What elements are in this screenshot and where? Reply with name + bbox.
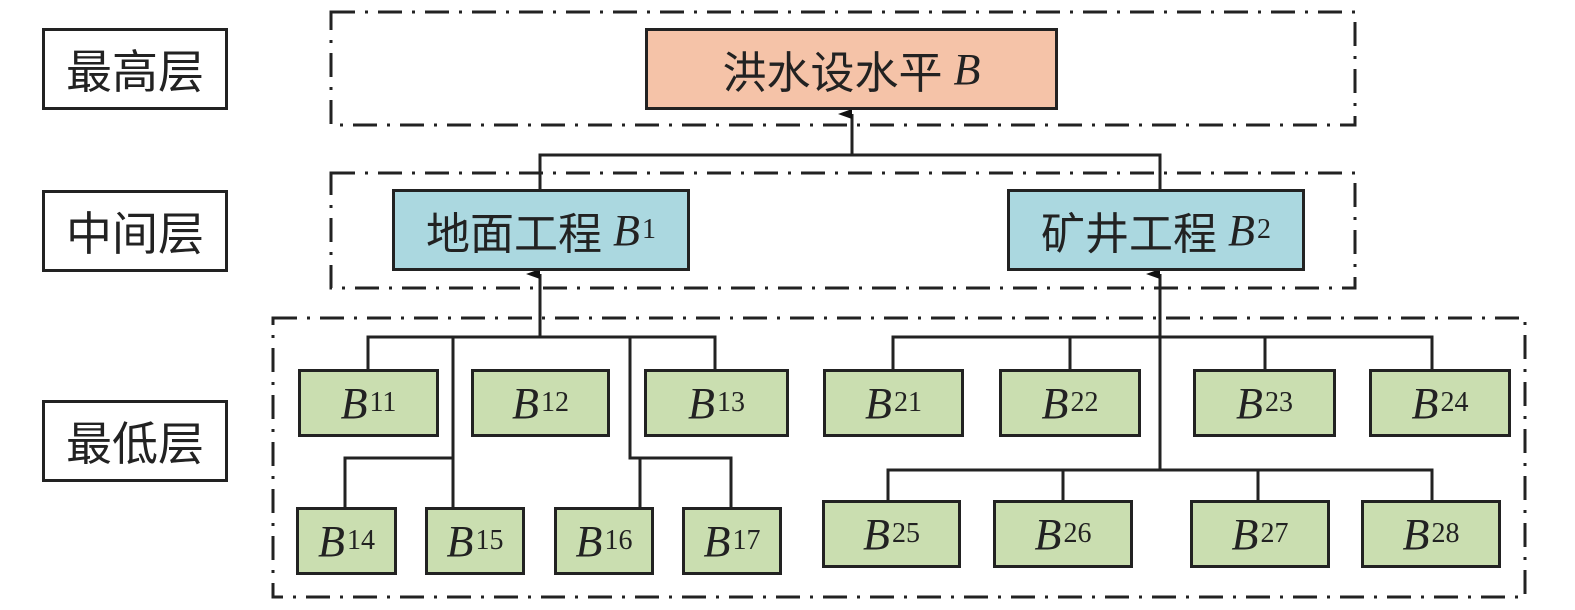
indicator-symbol: B	[1041, 378, 1069, 428]
criterion-subscript: 1	[641, 214, 656, 245]
indicator-subscript: 28	[1431, 518, 1460, 549]
indicator-symbol: B	[688, 378, 715, 428]
indicator-symbol: B	[575, 516, 603, 566]
middle-layer-frame	[329, 171, 1357, 290]
criterion-text: 地面工程	[426, 210, 603, 259]
layer-label-bottom: 最低层	[42, 400, 228, 482]
layer-label-top: 最高层	[42, 28, 228, 110]
right-connectors	[886, 335, 1434, 500]
indicator-subscript: 16	[604, 525, 633, 556]
goal-symbol: B	[953, 44, 981, 94]
indicator-subscript: 15	[475, 525, 504, 556]
indicator-subscript: 14	[346, 525, 375, 556]
indicator-symbol: B	[1236, 378, 1263, 428]
criterion-subscript: 2	[1256, 214, 1271, 245]
indicator-subscript: 24	[1440, 387, 1469, 418]
indicator-subscript: 26	[1063, 518, 1092, 549]
goal-text: 洪水设水平	[722, 49, 943, 98]
indicator-subscript: 17	[732, 525, 761, 556]
indicator-subscript: 22	[1070, 387, 1099, 418]
indicator-subscript: 13	[716, 387, 745, 418]
indicator-symbol: B	[703, 516, 731, 566]
indicator-symbol: B	[863, 509, 890, 559]
criterion-symbol: B	[613, 205, 640, 255]
indicator-subscript: 21	[893, 387, 922, 418]
indicator-symbol: B	[1411, 378, 1439, 428]
indicator-symbol: B	[865, 378, 892, 428]
indicator-symbol: B	[512, 378, 539, 428]
goal-node: 洪水设水平 B	[645, 28, 1058, 110]
criterion-symbol: B	[1228, 205, 1255, 255]
indicator-symbol: B	[1231, 509, 1259, 559]
indicator-symbol: B	[340, 378, 368, 428]
indicator-subscript: 27	[1260, 518, 1289, 549]
bottom-layer-frame	[271, 316, 1527, 599]
left-connectors	[343, 335, 733, 507]
indicator-symbol: B	[446, 516, 474, 566]
layer-label-middle: 中间层	[42, 190, 228, 272]
indicator-symbol: B	[318, 516, 345, 566]
indicator-subscript: 11	[369, 387, 397, 418]
indicator-subscript: 12	[540, 387, 569, 418]
mid-to-top-connector	[538, 114, 1162, 189]
indicator-symbol: B	[1402, 509, 1430, 559]
indicator-symbol: B	[1034, 509, 1062, 559]
indicator-subscript: 23	[1264, 387, 1293, 418]
indicator-subscript: 25	[891, 518, 920, 549]
criterion-text: 矿井工程	[1041, 210, 1218, 259]
